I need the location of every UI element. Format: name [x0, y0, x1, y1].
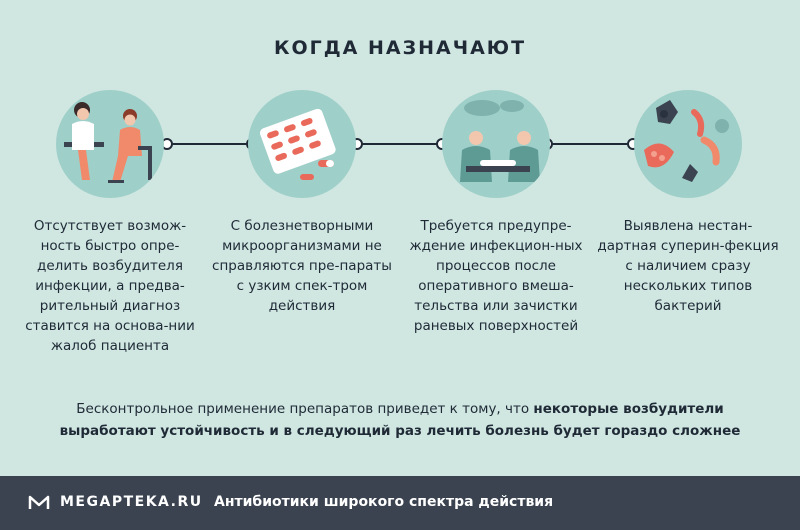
step-description-4: Выявлена нестан-дартная суперин-фекция с… — [597, 218, 779, 314]
step-description-1: Отсутствует возмож-ность быстро опре-дел… — [25, 218, 195, 354]
timeline — [0, 0, 800, 220]
doctor-consultation-icon — [56, 90, 164, 198]
timeline-connector — [165, 143, 252, 145]
bacteria-icon — [634, 90, 742, 198]
brand-name: MEGAPTEKA.RU — [60, 494, 203, 510]
footer-title: Антибиотики широкого спектра действия — [214, 494, 554, 510]
page-title: КОГДА НАЗНАЧАЮТ — [273, 37, 527, 59]
warning-note-plain: Бесконтрольное применение препаратов при… — [76, 401, 534, 417]
warning-note-bold: некоторые возбудители выработают устойчи… — [59, 401, 741, 439]
timeline-connector — [545, 143, 632, 145]
megapteka-logo-icon — [28, 495, 50, 509]
step-description-2: С болезнетворными микроорганизмами не сп… — [212, 218, 392, 314]
timeline-connector — [355, 143, 442, 145]
pills-blister-icon — [248, 90, 356, 198]
surgery-icon — [442, 90, 550, 198]
footer: MEGAPTEKA.RU Антибиотики широкого спектр… — [0, 476, 800, 530]
step-description-3: Требуется предупре-ждение инфекцион-ных … — [409, 218, 583, 334]
warning-note: Бесконтрольное применение препаратов при… — [40, 398, 760, 442]
